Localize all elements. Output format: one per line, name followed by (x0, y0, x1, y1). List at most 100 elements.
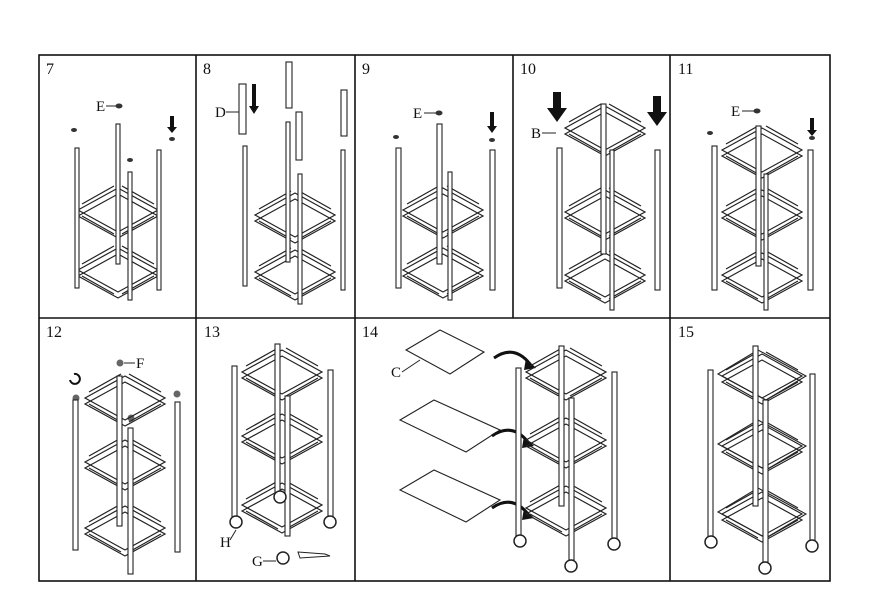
pole (752, 345, 759, 507)
shelf-board (398, 399, 502, 453)
insert-arrow-icon (491, 500, 530, 515)
pole (284, 395, 291, 537)
insert-arrow-icon (524, 358, 536, 370)
pole (515, 367, 522, 537)
shelf-board (716, 349, 808, 401)
panel-step-10: 10 B (520, 61, 667, 311)
pole (340, 149, 346, 291)
part-label: H (220, 535, 231, 551)
hook-icon (69, 372, 81, 385)
shelf-tier (254, 190, 336, 244)
insert-arrow-icon (522, 436, 534, 448)
leader-line (229, 529, 237, 541)
down-arrow-icon (249, 84, 259, 114)
part-label: F (136, 356, 144, 372)
connector-part (173, 390, 181, 398)
connector-part (115, 103, 123, 109)
pole (127, 427, 134, 575)
part-label: D (215, 105, 226, 121)
pole (447, 171, 453, 301)
panel-step-13: 13 H G (204, 324, 337, 570)
shelf-board (398, 469, 502, 523)
pole (711, 145, 718, 291)
part-label: G (252, 554, 263, 570)
pole (809, 373, 816, 543)
pole (609, 149, 615, 311)
wrench-icon (297, 551, 331, 559)
pole-extension (238, 83, 247, 135)
connector-part (489, 138, 495, 142)
pole (556, 147, 563, 289)
panel-step-7: 7 E (46, 61, 177, 301)
step-number: 7 (46, 61, 54, 78)
down-arrow-icon (167, 116, 177, 133)
step-number: 15 (678, 324, 694, 341)
panel-step-15: 15 (678, 324, 819, 575)
pole (436, 123, 443, 265)
shelf-tier (402, 245, 484, 299)
connector-part (71, 128, 77, 132)
pole (755, 125, 762, 267)
shelf-tier (721, 250, 803, 304)
step-number: 10 (520, 61, 536, 78)
pole (274, 343, 281, 495)
pole (297, 173, 303, 305)
connector-part (169, 137, 175, 141)
part-label: E (96, 99, 105, 115)
pole (242, 145, 248, 287)
pole (285, 121, 291, 263)
down-arrow-icon (487, 112, 497, 133)
caster-wheel-icon (805, 539, 819, 553)
part-label: C (391, 365, 401, 381)
connector-part (393, 135, 399, 139)
step-number: 14 (362, 324, 378, 341)
pole (327, 369, 334, 521)
shelf-tier (525, 483, 607, 537)
shelf-tier (84, 437, 166, 491)
pole-extension (340, 89, 348, 137)
pole (611, 371, 618, 541)
shelf-tier (525, 415, 607, 469)
down-arrow-icon (547, 92, 567, 122)
shelf-tier (564, 250, 646, 304)
shelf-tier (241, 347, 323, 401)
down-arrow-icon (647, 96, 667, 126)
caster-wheel-icon (323, 515, 337, 529)
pole (763, 173, 769, 311)
caster-wheel-icon (704, 535, 718, 549)
insert-arrow-icon (493, 350, 532, 365)
step-number: 13 (204, 324, 220, 341)
pole (489, 149, 496, 291)
pole (72, 399, 79, 551)
connector-part (809, 136, 815, 140)
connector-part (753, 108, 761, 114)
pole (654, 149, 661, 291)
shelf-tier (254, 247, 336, 301)
caster-wheel-icon (273, 490, 287, 504)
pole (127, 171, 133, 301)
pole (762, 399, 769, 563)
pole (558, 345, 565, 507)
insert-arrow-icon (522, 508, 534, 520)
pole (174, 401, 181, 553)
part-label: E (731, 104, 740, 120)
pole (395, 147, 402, 289)
panel-step-9: 9 E (362, 61, 497, 301)
pole-extension (295, 111, 303, 161)
shelf-tier (525, 347, 607, 401)
pole (231, 365, 238, 519)
insert-arrow-icon (491, 428, 530, 443)
shelf-tier (721, 187, 803, 241)
pole (600, 103, 607, 255)
part-label: B (531, 126, 541, 142)
panel-step-8: 8 D (203, 61, 348, 305)
caster-wheel-icon (607, 537, 621, 551)
pole (156, 149, 162, 291)
connector-part (127, 158, 133, 162)
leader-line (401, 359, 421, 373)
caster-wheel-icon (513, 534, 527, 548)
shelf-tier (402, 185, 484, 239)
pole (115, 123, 121, 265)
caster-wheel-icon (229, 515, 243, 529)
shelf-board (404, 329, 486, 375)
